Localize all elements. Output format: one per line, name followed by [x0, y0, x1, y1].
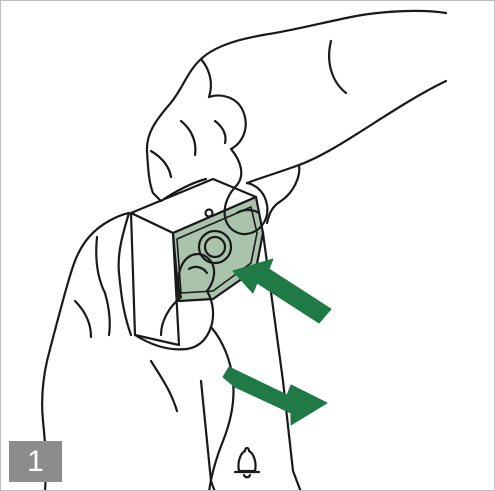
- doorbell-device: [131, 179, 263, 345]
- bell-icon: [235, 448, 259, 477]
- step-number-badge: 1: [9, 441, 62, 482]
- arrow-upper: [233, 259, 331, 323]
- arrow-lower: [223, 367, 327, 425]
